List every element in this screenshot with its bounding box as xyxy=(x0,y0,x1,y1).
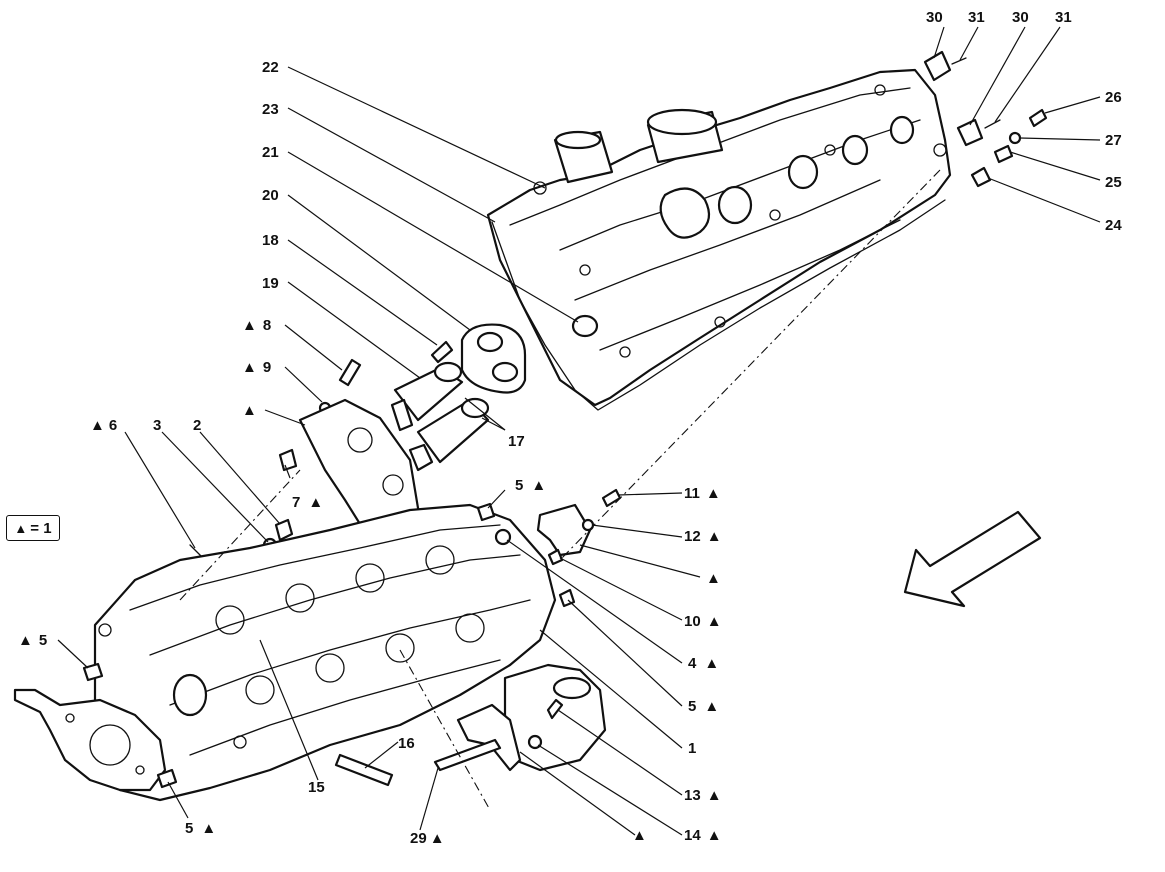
callout-30: 30 xyxy=(926,9,943,26)
assembly-line-lower xyxy=(399,649,491,811)
callout-22: 22 xyxy=(262,59,279,76)
legend-box: ▲ = 1 xyxy=(6,515,60,541)
callout-8: ▲8 xyxy=(242,317,271,334)
bolt-11 xyxy=(601,488,622,508)
bolt-13 xyxy=(546,698,564,720)
direction-arrow xyxy=(903,510,1042,608)
callout-31: 31 xyxy=(1055,9,1072,26)
pin-10 xyxy=(547,548,564,566)
seal-20 xyxy=(460,323,527,394)
assembly-line-cover xyxy=(559,169,941,561)
bushing-2 xyxy=(274,518,294,542)
callout-15: 15 xyxy=(308,779,325,796)
head-gasket xyxy=(13,688,167,792)
solenoid-17-upper xyxy=(390,361,464,432)
callout-23: 23 xyxy=(262,101,279,118)
callout-14: 14▲ xyxy=(684,827,722,844)
callout-12: 12▲ xyxy=(684,528,722,545)
solenoid-17-lower xyxy=(408,397,490,472)
callout-4: 4▲ xyxy=(688,655,719,672)
callout-5: 5▲ xyxy=(688,698,719,715)
nut-4 xyxy=(494,528,512,546)
callout-10: 10▲ xyxy=(684,613,722,630)
stud-16 xyxy=(334,753,394,787)
callout-6: ▲6 xyxy=(90,417,117,434)
bushing-7 xyxy=(278,448,298,472)
plug-24 xyxy=(970,166,992,188)
bracket-29 xyxy=(433,738,502,772)
callout-3: 3 xyxy=(153,417,161,434)
callout-19: 19 xyxy=(262,275,279,292)
plug-25 xyxy=(993,144,1014,164)
callout-5: 5▲ xyxy=(185,820,216,837)
bracket-14 xyxy=(456,703,522,772)
callout-triangle: ▲ xyxy=(242,402,257,419)
dowel-5-left xyxy=(82,662,104,682)
callout-31: 31 xyxy=(968,9,985,26)
callout-2: 2 xyxy=(193,417,201,434)
callout-5: ▲5 xyxy=(18,632,47,649)
callout-26: 26 xyxy=(1105,89,1122,106)
dowel-5-bottom xyxy=(156,768,178,789)
callout-1: 1 xyxy=(688,740,696,757)
legend-text: = 1 xyxy=(30,519,52,537)
callout-11: 11▲ xyxy=(684,485,721,502)
callout-27: 27 xyxy=(1105,132,1122,149)
callout-17: 17 xyxy=(508,433,525,450)
callout-18: 18 xyxy=(262,232,279,249)
legend-triangle: ▲ xyxy=(14,520,28,536)
callout-13: 13▲ xyxy=(684,787,722,804)
bolt-18 xyxy=(430,340,454,364)
callout-triangle: ▲ xyxy=(706,570,721,587)
callout-labels: 30 31 30 31 26 27 25 24 22 23 21 20 18 1… xyxy=(18,9,1122,847)
washer-12 xyxy=(581,518,595,532)
assembly-line-head xyxy=(179,469,301,601)
sensor-30-right xyxy=(956,118,1001,147)
callout-5: 5▲ xyxy=(515,477,546,494)
cylinder-head xyxy=(93,503,557,802)
washer-27 xyxy=(1008,131,1022,145)
callout-triangle: ▲ xyxy=(632,827,647,844)
thermostat-housing xyxy=(503,663,607,772)
valve-cover xyxy=(486,68,952,411)
sensor-30-top xyxy=(923,50,967,82)
callout-29: 29▲ xyxy=(410,830,445,847)
leader-lines xyxy=(57,26,1101,836)
callout-30: 30 xyxy=(1012,9,1029,26)
bolt-8 xyxy=(338,358,362,387)
dowel-5-top xyxy=(476,502,496,522)
bracket-small xyxy=(536,503,592,557)
bolt-26 xyxy=(1028,108,1048,128)
callout-16: 16 xyxy=(398,735,415,752)
callout-21: 21 xyxy=(262,144,279,161)
callout-9: ▲9 xyxy=(242,359,271,376)
callout-7: 7▲ xyxy=(292,494,323,511)
callout-24: 24 xyxy=(1105,217,1122,234)
callout-20: 20 xyxy=(262,187,279,204)
callout-25: 25 xyxy=(1105,174,1122,191)
